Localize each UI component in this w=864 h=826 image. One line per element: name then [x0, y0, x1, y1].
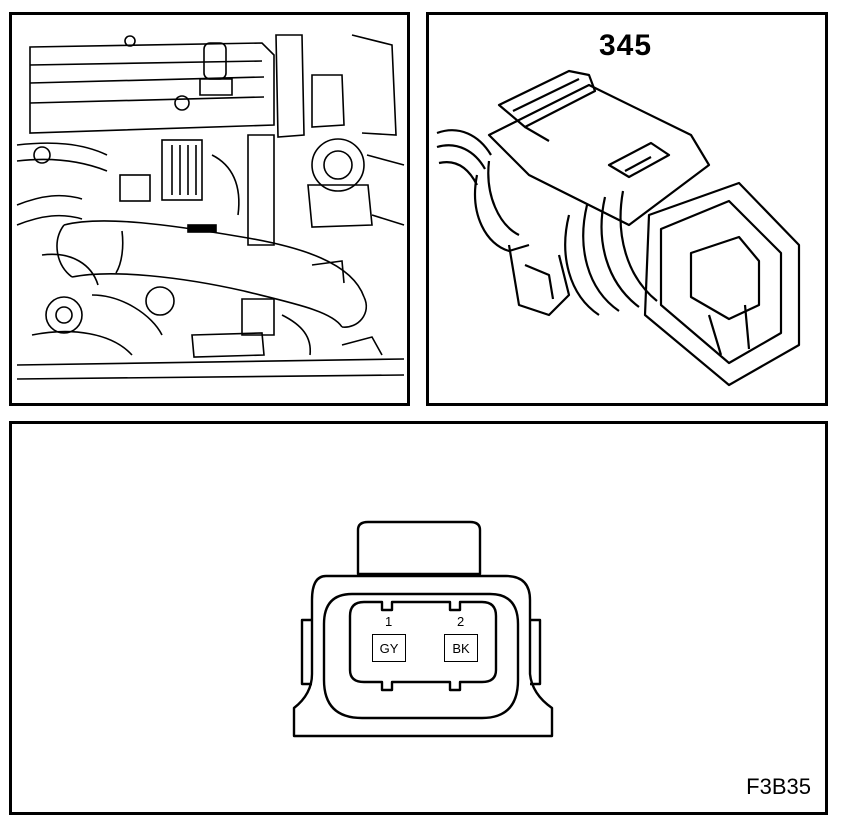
connector-view-panel: 345 — [426, 12, 828, 406]
pinout-panel: 1 GY 2 BK F3B35 — [9, 421, 828, 815]
pin-2-color: BK — [444, 634, 478, 662]
pin-1-color: GY — [372, 634, 406, 662]
pin-1-number: 1 — [385, 614, 393, 629]
connector-illustration — [436, 69, 801, 387]
pin-2-number: 2 — [457, 614, 465, 629]
connector-number: 345 — [599, 29, 653, 62]
connector-face-outline — [292, 520, 554, 738]
engine-location-panel — [9, 12, 410, 406]
engine-bay-illustration — [16, 34, 405, 380]
figure-id: F3B35 — [746, 774, 811, 799]
